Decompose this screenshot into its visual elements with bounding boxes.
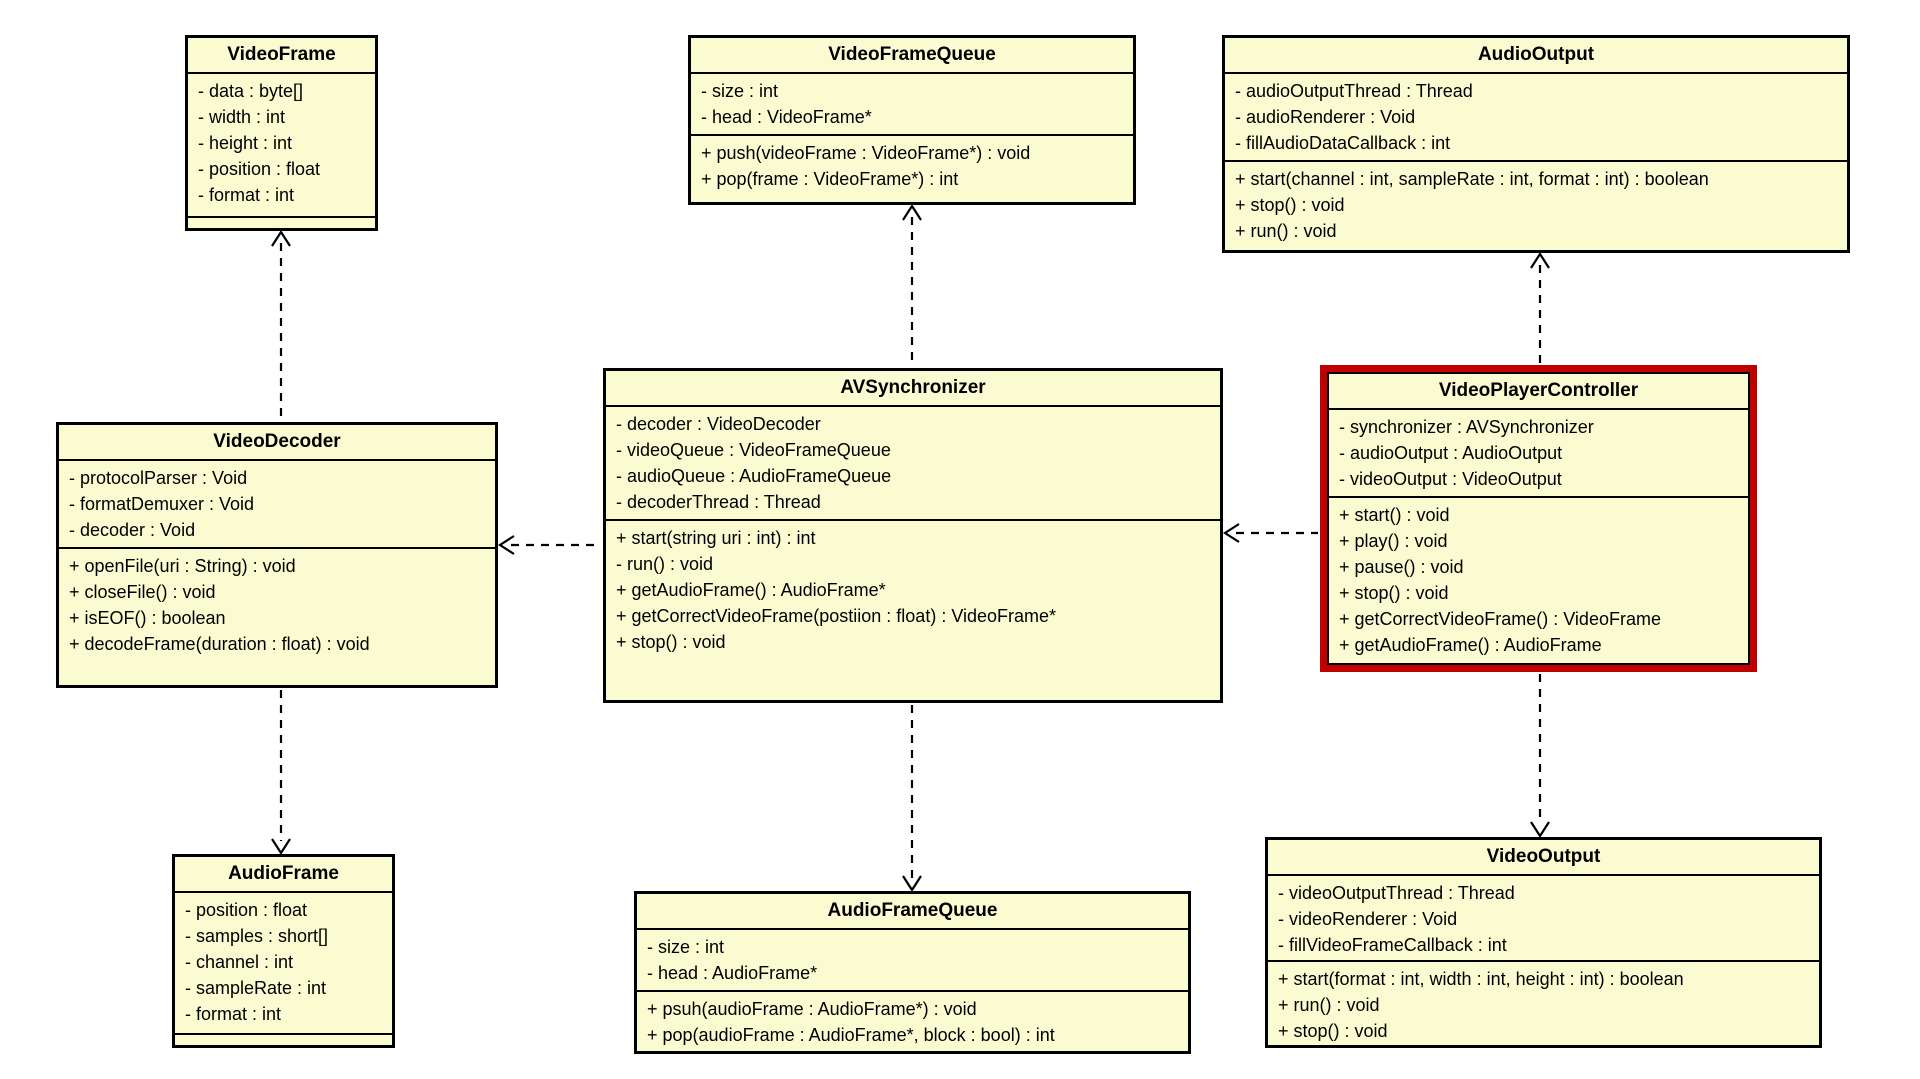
class-videoframe[interactable]: VideoFrame - data : byte[] - width : int… xyxy=(185,35,378,231)
attribute-row: - sampleRate : int xyxy=(185,978,327,998)
arrow-avsynchronizer-to-videodecoder xyxy=(497,535,601,555)
attributes-section: - audioOutputThread : Thread - audioRend… xyxy=(1225,72,1847,160)
method-row: + closeFile() : void xyxy=(69,582,216,602)
attribute-row: - height : int xyxy=(198,133,293,153)
class-avsynchronizer[interactable]: AVSynchronizer - decoder : VideoDecoder … xyxy=(603,368,1223,703)
methods-section: + psuh(audioFrame : AudioFrame*) : void … xyxy=(637,989,1188,1052)
class-name: VideoFrame xyxy=(227,44,336,65)
class-name: VideoPlayerController xyxy=(1438,380,1639,401)
attribute-row: - position : float xyxy=(185,900,308,920)
attribute-row: - format : int xyxy=(185,1004,282,1024)
method-row: + start(string uri : int) : int xyxy=(616,528,816,548)
attribute-row: - videoQueue : VideoFrameQueue xyxy=(616,440,891,460)
empty-methods-section xyxy=(188,216,375,228)
empty-methods-section xyxy=(175,1033,392,1045)
method-row: + isEOF() : boolean xyxy=(69,608,226,628)
method-row: + stop() : void xyxy=(1339,583,1449,603)
methods-section: + start() : void + play() : void + pause… xyxy=(1329,496,1748,663)
arrow-videoplayercontroller-to-audiooutput xyxy=(1530,251,1550,363)
attribute-row: - head : AudioFrame* xyxy=(647,963,818,983)
attribute-row: - audioOutput : AudioOutput xyxy=(1339,443,1563,463)
attribute-row: - head : VideoFrame* xyxy=(701,107,872,127)
methods-section: + push(videoFrame : VideoFrame*) : void … xyxy=(691,134,1133,202)
attributes-section: - decoder : VideoDecoder - videoQueue : … xyxy=(606,405,1220,519)
method-row: + play() : void xyxy=(1339,531,1448,551)
arrow-videodecoder-to-videoframe xyxy=(271,229,291,420)
attributes-section: - position : float - samples : short[] -… xyxy=(175,891,392,1033)
class-audioframequeue[interactable]: AudioFrameQueue - size : int - head : Au… xyxy=(634,891,1191,1054)
class-name: VideoDecoder xyxy=(213,431,341,452)
attribute-row: - data : byte[] xyxy=(198,81,304,101)
method-row: + stop() : void xyxy=(1278,1020,1388,1041)
class-videoframequeue[interactable]: VideoFrameQueue - size : int - head : Vi… xyxy=(688,35,1136,205)
class-audiooutput[interactable]: AudioOutput - audioOutputThread : Thread… xyxy=(1222,35,1850,253)
class-audioframe[interactable]: AudioFrame - position : float - samples … xyxy=(172,854,395,1048)
methods-section: + start(format : int, width : int, heigh… xyxy=(1268,959,1819,1046)
method-row: + pause() : void xyxy=(1339,557,1464,577)
class-name: VideoOutput xyxy=(1486,846,1601,867)
attribute-row: - size : int xyxy=(701,81,779,101)
attribute-row: - audioQueue : AudioFrameQueue xyxy=(616,466,892,486)
attribute-row: - width : int xyxy=(198,107,286,127)
attribute-row: - videoOutput : VideoOutput xyxy=(1339,469,1562,489)
attributes-section: - protocolParser : Void - formatDemuxer … xyxy=(59,459,495,547)
method-row: + openFile(uri : String) : void xyxy=(69,556,296,576)
arrow-avsynchronizer-to-audioframequeue xyxy=(902,705,922,893)
class-videoplayercontroller-highlighted[interactable]: VideoPlayerController - synchronizer : A… xyxy=(1320,365,1757,672)
arrow-videoplayercontroller-to-avsynchronizer xyxy=(1222,523,1318,543)
attributes-section: - data : byte[] - width : int - height :… xyxy=(188,72,375,216)
method-row: + pop(frame : VideoFrame*) : int xyxy=(701,169,959,189)
class-videodecoder[interactable]: VideoDecoder - protocolParser : Void - f… xyxy=(56,422,498,688)
method-row: + stop() : void xyxy=(1235,195,1345,215)
attribute-row: - videoRenderer : Void xyxy=(1278,909,1458,929)
attribute-row: - decoderThread : Thread xyxy=(616,492,821,512)
attribute-row: - size : int xyxy=(647,937,725,957)
class-name: VideoFrameQueue xyxy=(828,44,996,65)
attribute-row: - videoOutputThread : Thread xyxy=(1278,883,1515,903)
method-row: - run() : void xyxy=(616,554,714,574)
attribute-row: - synchronizer : AVSynchronizer xyxy=(1339,417,1594,437)
method-row: + stop() : void xyxy=(616,632,726,652)
method-row: + getAudioFrame() : AudioFrame* xyxy=(616,580,886,600)
attributes-section: - videoOutputThread : Thread - videoRend… xyxy=(1268,874,1819,960)
attributes-section: - size : int - head : AudioFrame* xyxy=(637,928,1188,990)
method-row: + start() : void xyxy=(1339,505,1450,525)
attribute-row: - protocolParser : Void xyxy=(69,468,248,488)
method-row: + push(videoFrame : VideoFrame*) : void xyxy=(701,143,1031,163)
method-row: + start(channel : int, sampleRate : int,… xyxy=(1235,169,1709,189)
attribute-row: - decoder : Void xyxy=(69,520,196,540)
class-name: AudioFrame xyxy=(228,863,339,884)
attribute-row: - format : int xyxy=(198,185,295,205)
attribute-row: - fillAudioDataCallback : int xyxy=(1235,133,1451,153)
method-row: + getCorrectVideoFrame(postiion : float)… xyxy=(616,606,1057,626)
method-row: + run() : void xyxy=(1278,994,1380,1015)
methods-section: + start(channel : int, sampleRate : int,… xyxy=(1225,160,1847,250)
attributes-section: - synchronizer : AVSynchronizer - audioO… xyxy=(1329,408,1748,496)
methods-section: + openFile(uri : String) : void + closeF… xyxy=(59,547,495,685)
arrow-videoplayercontroller-to-videooutput xyxy=(1530,674,1550,839)
attribute-row: - fillVideoFrameCallback : int xyxy=(1278,935,1507,955)
arrow-videodecoder-to-audioframe xyxy=(271,690,291,856)
method-row: + psuh(audioFrame : AudioFrame*) : void xyxy=(647,998,977,1019)
method-row: + run() : void xyxy=(1235,221,1337,241)
attributes-section: - size : int - head : VideoFrame* xyxy=(691,72,1133,134)
method-row: + getAudioFrame() : AudioFrame xyxy=(1339,635,1602,655)
attribute-row: - audioOutputThread : Thread xyxy=(1235,81,1473,101)
attribute-row: - channel : int xyxy=(185,952,294,972)
class-name: AVSynchronizer xyxy=(840,377,986,398)
class-name: AudioOutput xyxy=(1477,44,1595,65)
method-row: + getCorrectVideoFrame() : VideoFrame xyxy=(1339,609,1661,629)
class-name: AudioFrameQueue xyxy=(827,900,998,921)
attribute-row: - decoder : VideoDecoder xyxy=(616,414,821,434)
method-row: + decodeFrame(duration : float) : void xyxy=(69,634,370,654)
attribute-row: - samples : short[] xyxy=(185,926,329,946)
method-row: + start(format : int, width : int, heigh… xyxy=(1278,968,1684,989)
attribute-row: - formatDemuxer : Void xyxy=(69,494,255,514)
arrow-avsynchronizer-to-videoframequeue xyxy=(902,203,922,366)
attribute-row: - position : float xyxy=(198,159,321,179)
attribute-row: - audioRenderer : Void xyxy=(1235,107,1416,127)
methods-section: + start(string uri : int) : int - run() … xyxy=(606,519,1220,700)
class-videooutput[interactable]: VideoOutput - videoOutputThread : Thread… xyxy=(1265,837,1822,1048)
method-row: + pop(audioFrame : AudioFrame*, block : … xyxy=(647,1024,1055,1045)
